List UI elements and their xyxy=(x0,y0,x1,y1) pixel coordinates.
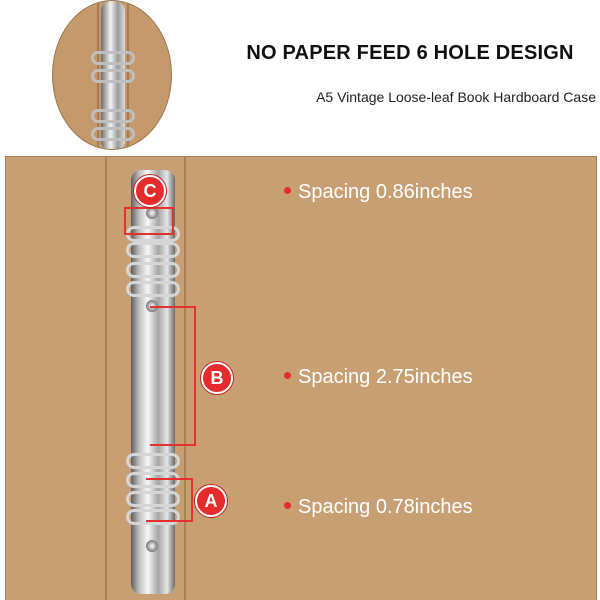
binder-ring xyxy=(126,509,180,525)
rivet xyxy=(146,207,158,219)
zoom-detail-image xyxy=(52,0,172,150)
binder-ring xyxy=(126,242,180,258)
zoom-ring-barrel xyxy=(101,1,125,149)
spacing-label-c: Spacing 0.86inches xyxy=(284,181,473,204)
rivet xyxy=(146,540,158,552)
bracket-b xyxy=(150,306,196,446)
bullet-dot-icon xyxy=(284,372,291,380)
binder-board xyxy=(5,156,597,600)
spine-fold-left xyxy=(105,156,107,600)
bracket-c xyxy=(124,207,174,235)
bullet-dot-icon xyxy=(284,187,291,195)
spacing-label-a: Spacing 0.78inches xyxy=(284,496,473,519)
subheadline: A5 Vintage Loose-leaf Book Hardboard Cas… xyxy=(316,89,596,105)
binder-ring xyxy=(126,262,180,278)
spine-fold-right xyxy=(184,156,186,600)
spacing-text: Spacing 0.86inches xyxy=(298,181,473,203)
binder-ring xyxy=(126,491,180,507)
binder-ring xyxy=(126,281,180,297)
binder-ring xyxy=(126,453,180,469)
zoom-ring xyxy=(91,109,135,123)
spacing-label-b: Spacing 2.75inches xyxy=(284,366,473,389)
zoom-ring xyxy=(91,51,135,65)
spacing-text: Spacing 2.75inches xyxy=(298,366,473,388)
marker-b-badge: B xyxy=(201,362,233,394)
zoom-ring xyxy=(91,127,135,141)
bracket-a xyxy=(146,478,193,522)
zoom-ring xyxy=(91,69,135,83)
zoom-spine-fold-left xyxy=(97,1,99,149)
marker-c-badge: C xyxy=(134,175,166,207)
marker-a-badge: A xyxy=(195,485,227,517)
bullet-dot-icon xyxy=(284,502,291,510)
spacing-text: Spacing 0.78inches xyxy=(298,496,473,518)
headline: NO PAPER FEED 6 HOLE DESIGN xyxy=(246,42,574,64)
binder-ring xyxy=(126,472,180,488)
